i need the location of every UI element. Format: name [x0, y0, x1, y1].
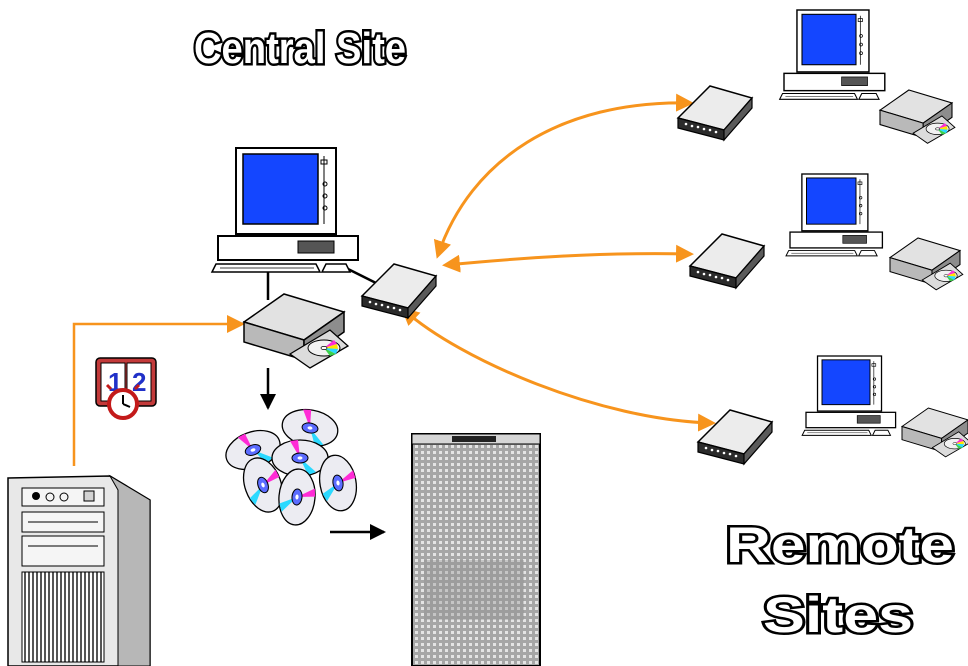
remote-sites-title-line1: Remote — [726, 517, 954, 573]
remote-3-computer-icon — [801, 355, 897, 437]
remote-3-modem-icon — [697, 409, 773, 465]
jukebox-icon — [411, 433, 541, 666]
link-hub-to-remote-1 — [433, 93, 694, 259]
calendar-digit-2: 2 — [132, 367, 146, 397]
remote-1-computer-icon — [778, 9, 886, 100]
central-modem-icon — [361, 263, 437, 319]
remote-2-computer-icon — [785, 173, 884, 257]
cd-stack-icon — [219, 404, 362, 528]
remote-2-cd-drive-icon — [889, 237, 964, 291]
remote-2-modem-icon — [689, 233, 765, 289]
calendar-clock-icon: 1 2 — [95, 357, 157, 420]
remote-site-3 — [697, 355, 968, 465]
central-cd-drive-icon — [243, 293, 349, 369]
link-server-to-drive — [72, 315, 245, 466]
link-hub-to-remote-3 — [401, 307, 716, 432]
central-site-title: Central Site — [194, 24, 406, 73]
central-computer-icon — [211, 147, 359, 273]
link-hub-to-remote-2 — [442, 244, 694, 273]
remote-sites-title-line2: Sites — [763, 587, 913, 643]
remote-site-1 — [677, 9, 956, 144]
server-tower-icon — [7, 474, 151, 666]
remote-1-modem-icon — [677, 85, 753, 141]
cable-computer-to-modem — [345, 266, 379, 286]
remote-1-cd-drive-icon — [879, 89, 956, 144]
remote-3-cd-drive-icon — [901, 407, 968, 458]
remote-site-2 — [689, 173, 964, 291]
